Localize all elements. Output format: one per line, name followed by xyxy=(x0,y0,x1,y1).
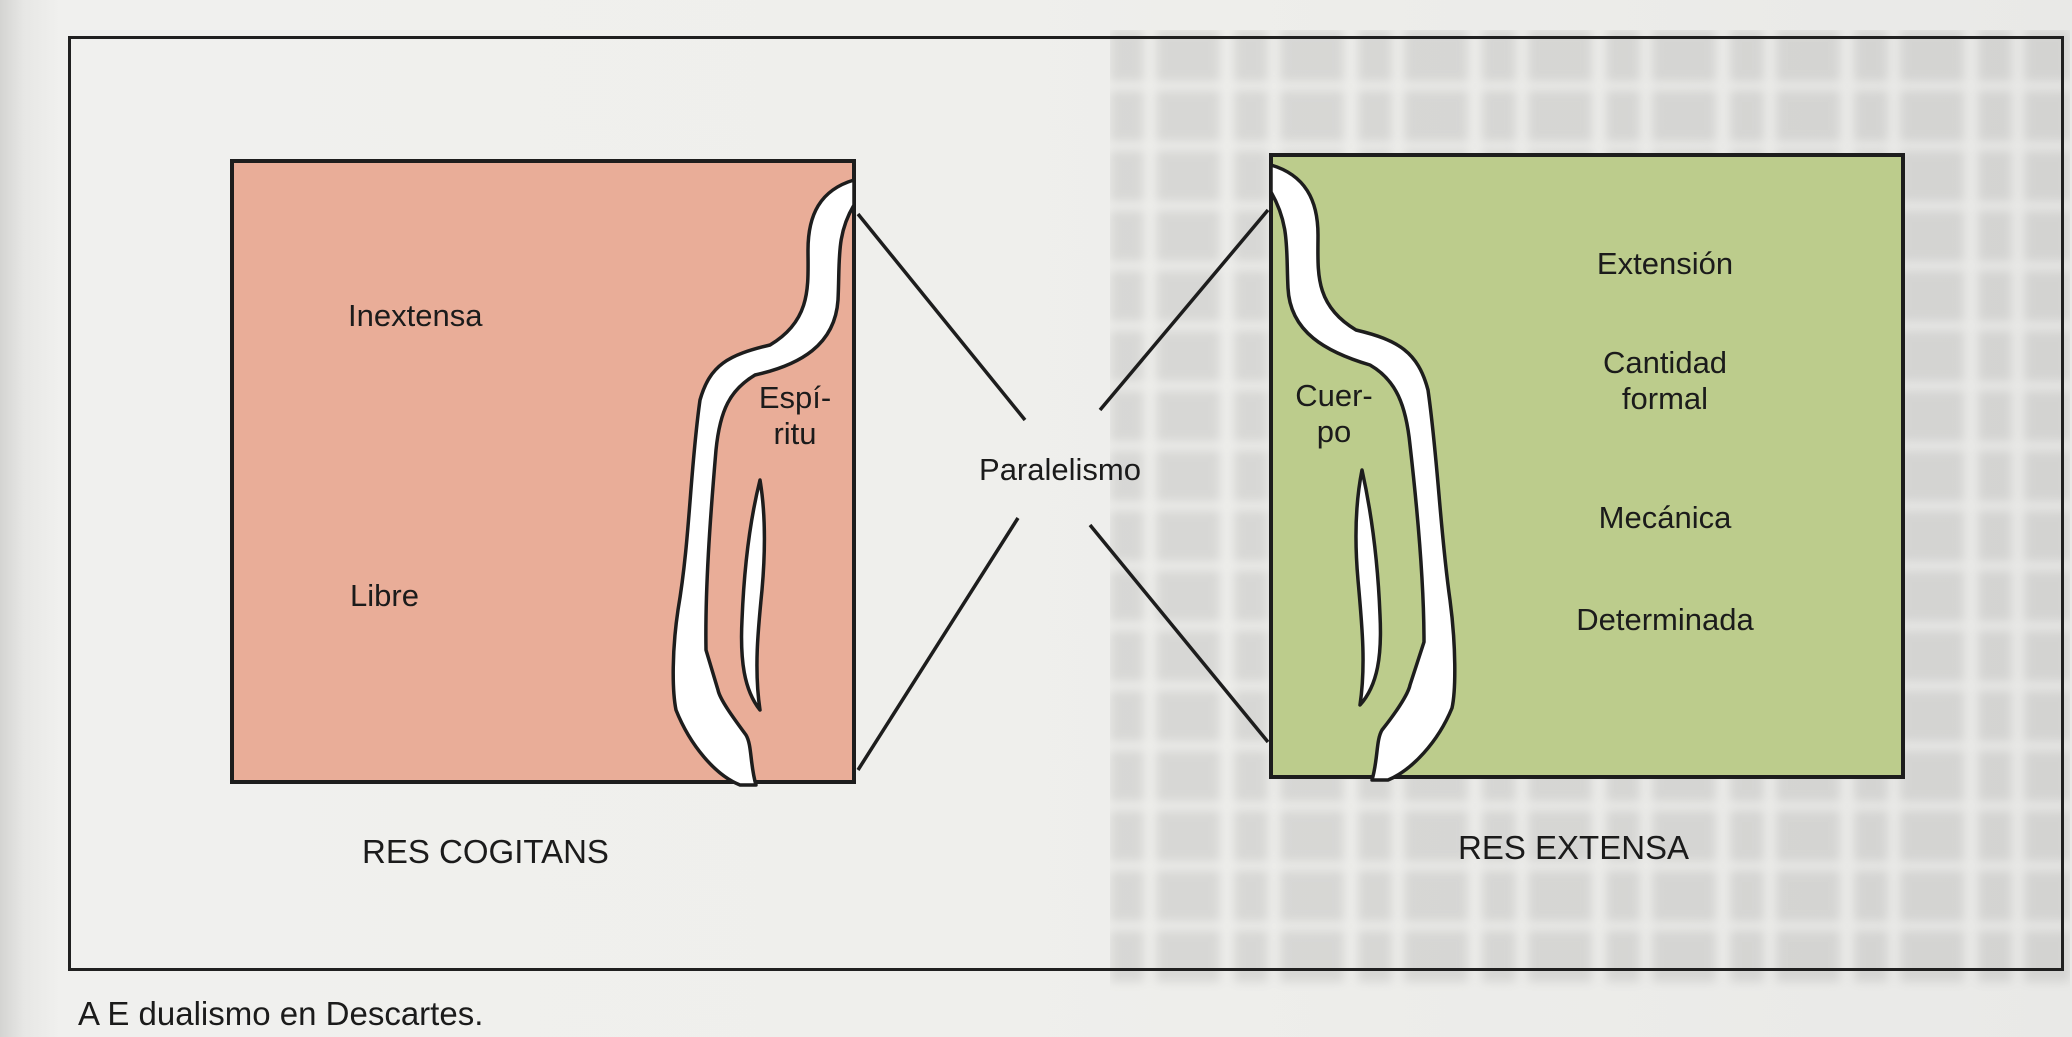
parallel-line-1 xyxy=(858,214,1025,420)
inextensa-label: Inextensa xyxy=(348,298,482,334)
cantidad-formal-line1: Cantidad xyxy=(1540,345,1790,381)
extension-label: Extensión xyxy=(1540,246,1790,282)
parallel-line-2 xyxy=(1090,525,1268,742)
espiritu-label-line1: Espí- xyxy=(750,380,840,416)
espiritu-label: Espí- ritu xyxy=(750,380,840,452)
res-cogitans-title: RES COGITANS xyxy=(362,834,609,870)
cuerpo-label-line1: Cuer- xyxy=(1292,378,1376,414)
espiritu-label-line2: ritu xyxy=(750,416,840,452)
parallel-line-4 xyxy=(858,518,1018,770)
paralelismo-label: Paralelismo xyxy=(940,452,1180,488)
libre-label: Libre xyxy=(350,578,419,614)
cuerpo-label: Cuer- po xyxy=(1292,378,1376,450)
cantidad-formal-label: Cantidad formal xyxy=(1540,345,1790,417)
cuerpo-label-line2: po xyxy=(1292,414,1376,450)
res-extensa-title: RES EXTENSA xyxy=(1458,830,1689,866)
res-cogitans-box xyxy=(232,161,854,782)
figure-caption: A E dualismo en Descartes. xyxy=(78,996,483,1032)
parallel-line-3 xyxy=(1100,210,1268,410)
cantidad-formal-line2: formal xyxy=(1540,381,1790,417)
mecanica-label: Mecánica xyxy=(1540,500,1790,536)
determinada-label: Determinada xyxy=(1520,602,1810,638)
